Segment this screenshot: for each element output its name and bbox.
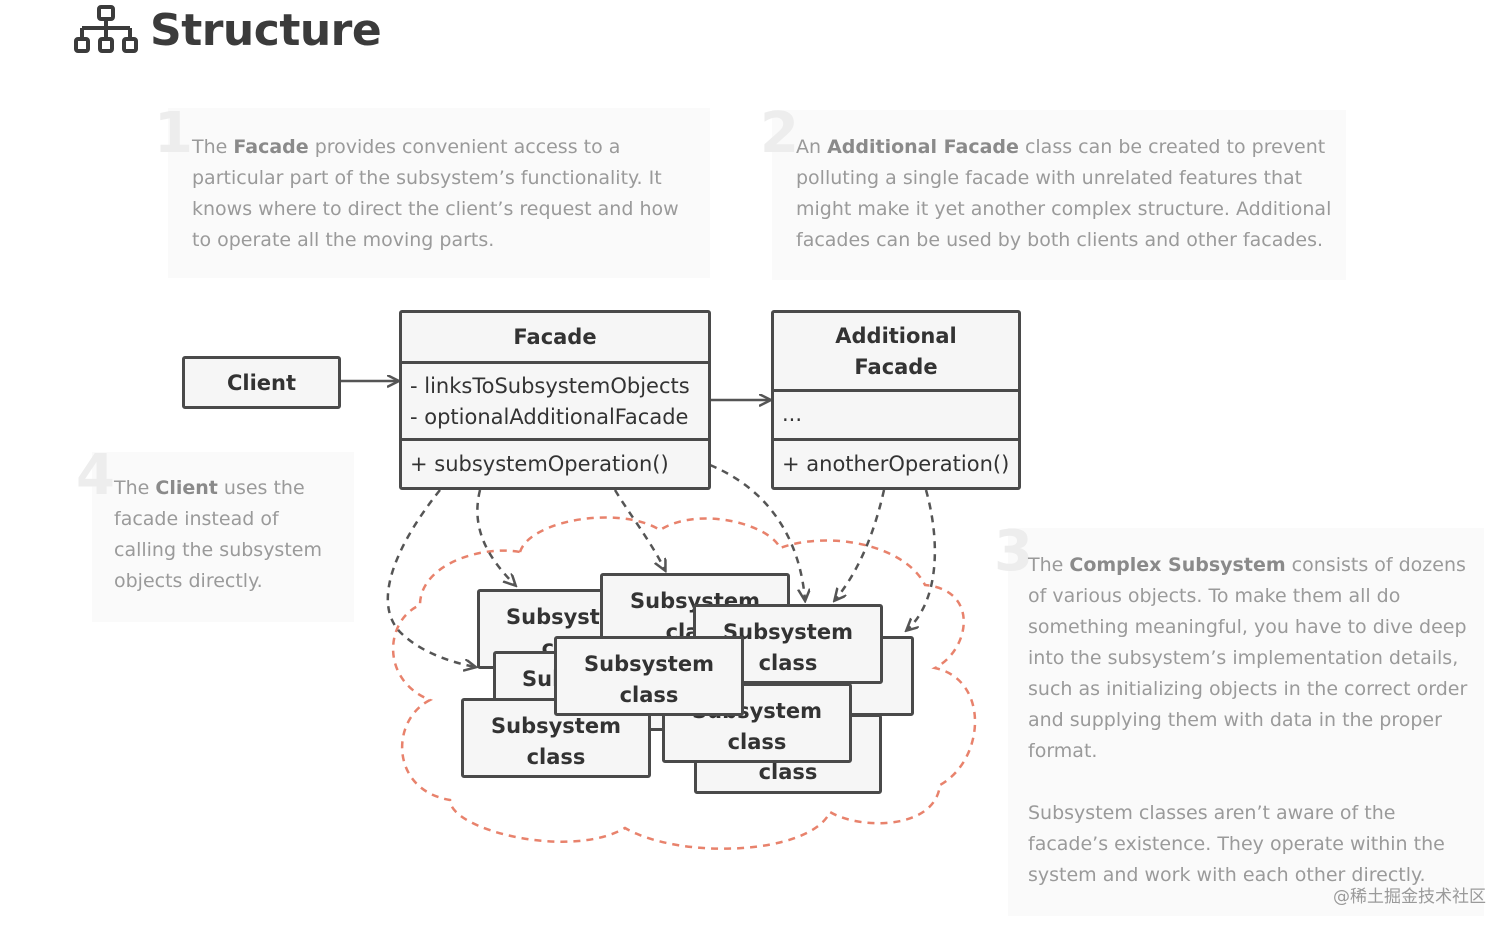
- additional-facade-class: Additional Facade ... + anotherOperation…: [771, 310, 1021, 490]
- client-box: Client: [182, 356, 341, 409]
- facade-field: - linksToSubsystemObjects: [410, 374, 690, 398]
- note-4: 4 The Client uses the facade instead of …: [76, 448, 354, 622]
- hierarchy-icon: [74, 5, 138, 53]
- section-heading: Structure: [74, 4, 382, 56]
- facade-method: + subsystemOperation(): [410, 452, 669, 476]
- note-1-number: 1: [154, 101, 193, 166]
- note-3-number: 3: [994, 519, 1033, 584]
- note-1-text: The Facade provides convenient access to…: [192, 136, 679, 251]
- subsystem-cloud: [391, 516, 977, 850]
- note-4-number: 4: [76, 443, 115, 508]
- additional-facade-fields: ...: [774, 392, 1018, 441]
- note-3-text: The Complex Subsystem consists of dozens…: [1028, 554, 1468, 886]
- dependency-arrow: [386, 489, 475, 667]
- additional-facade-class-name: Additional Facade: [774, 313, 1018, 392]
- note-3: 3 The Complex Subsystem consists of doze…: [994, 524, 1484, 916]
- facade-class: Facade - linksToSubsystemObjects - optio…: [399, 310, 711, 490]
- section-title: Structure: [150, 4, 382, 56]
- client-label: Client: [226, 370, 297, 395]
- subsystem-class: Subsystem class: [554, 636, 744, 716]
- watermark: @稀土掘金技术社区: [1333, 887, 1486, 907]
- facade-methods: + subsystemOperation(): [402, 441, 708, 487]
- additional-facade-methods: + anotherOperation(): [774, 441, 1018, 487]
- dependency-arrow: [835, 489, 886, 600]
- facade-field: - optionalAdditionalFacade: [410, 405, 689, 429]
- additional-facade-method: + anotherOperation(): [782, 452, 1010, 476]
- dependency-arrow: [907, 489, 937, 630]
- facade-class-name: Facade: [402, 313, 708, 364]
- note-4-text: The Client uses the facade instead of ca…: [114, 477, 322, 592]
- dependency-arrow: [476, 489, 515, 585]
- additional-facade-field: ...: [782, 402, 803, 426]
- note-1: 1 The Facade provides convenient access …: [154, 106, 710, 278]
- note-2-number: 2: [760, 101, 799, 166]
- note-2-text: An Additional Facade class can be create…: [796, 136, 1332, 251]
- dependency-arrow: [613, 489, 665, 570]
- facade-fields: - linksToSubsystemObjects - optionalAddi…: [402, 364, 708, 441]
- note-2: 2 An Additional Facade class can be crea…: [760, 106, 1346, 280]
